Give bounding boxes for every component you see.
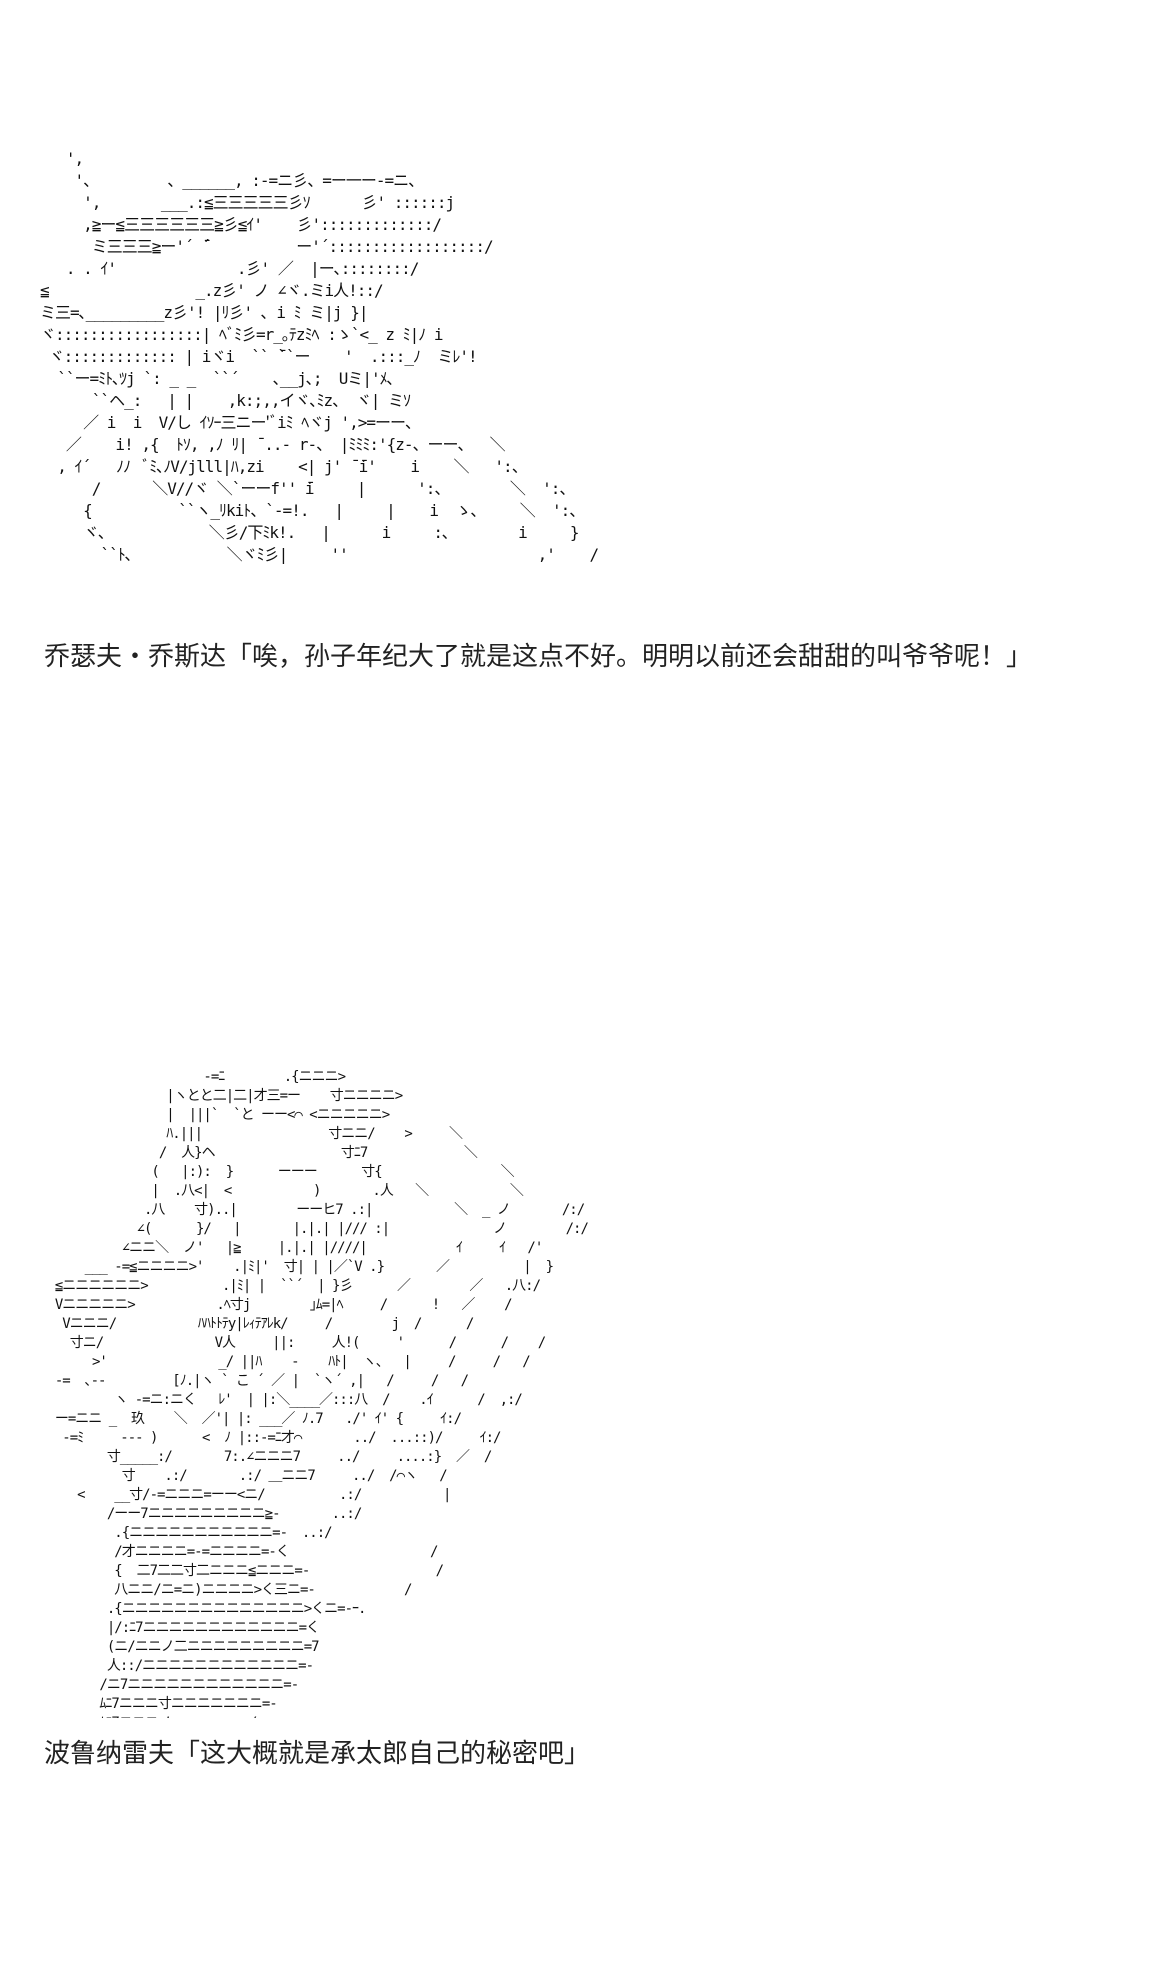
dialogue-caption-polnareff: 波鲁纳雷夫「这大概就是承太郎自己的秘密吧」 bbox=[44, 1739, 591, 1769]
ascii-art-joseph: ', '、 、______, :-=ニ彡、=ー一ー-=ニ、 ', ___.:≦三… bbox=[40, 149, 599, 564]
dialogue-caption-joseph: 乔瑟夫・乔斯达「唉，孙子年纪大了就是这点不好。明明以前还会甜甜的叫爷爷呢！」 bbox=[44, 642, 1033, 672]
ascii-art-polnareff: -=ﾆ .{ニニニ> |ヽとと二|二|才三=ー 寸ニニニニ> | |||` `と… bbox=[54, 1069, 589, 1718]
